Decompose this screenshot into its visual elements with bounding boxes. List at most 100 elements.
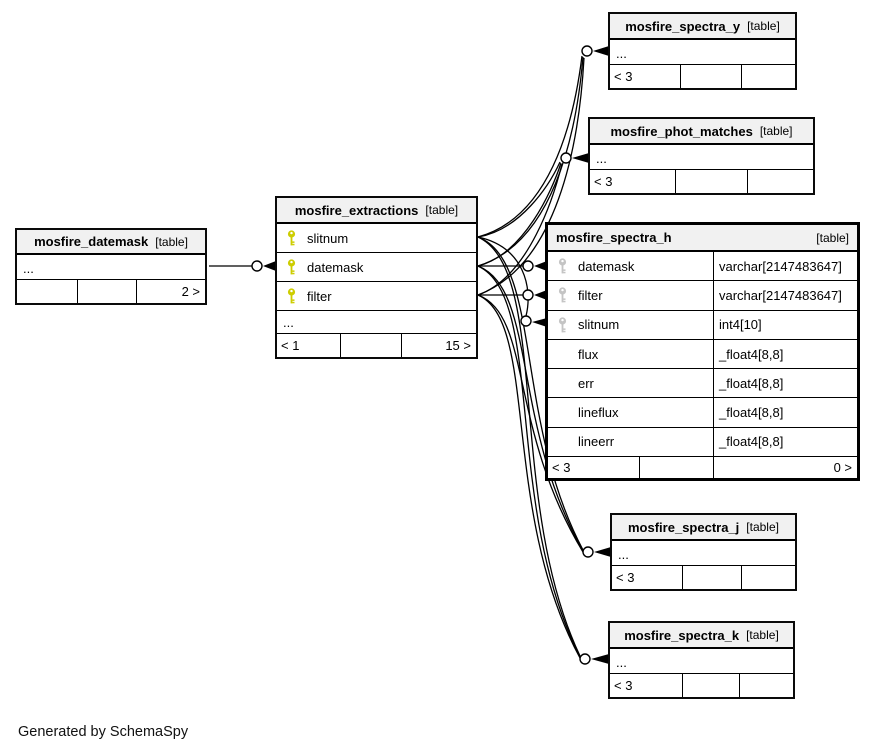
- connector-circle: [582, 546, 594, 558]
- table-name[interactable]: mosfire_spectra_k: [624, 627, 740, 643]
- footer-children: [742, 566, 795, 589]
- footer-children: [748, 170, 813, 193]
- column-row: datemask: [277, 253, 476, 282]
- footer-parents: < 1: [277, 334, 341, 357]
- column-row: err _float4[8,8]: [548, 369, 857, 399]
- connector-circle: [251, 260, 263, 272]
- footer-mid: [681, 65, 742, 88]
- table-name[interactable]: mosfire_spectra_j: [628, 519, 740, 535]
- table-mosfire-spectra-h: mosfire_spectra_h [table] datemask varch…: [545, 222, 860, 482]
- table-footer: < 3 0 >: [548, 457, 857, 479]
- connector-circle: [560, 152, 572, 164]
- column-type: _float4[8,8]: [719, 375, 784, 391]
- table-footer: < 3: [590, 170, 813, 193]
- column-name: slitnum: [307, 230, 349, 246]
- arrowhead-icon: [593, 46, 609, 56]
- footer-parents: < 3: [610, 65, 681, 88]
- foreign-key-icon: [558, 287, 567, 303]
- table-mosfire-spectra-k: mosfire_spectra_k [table] ... < 3: [608, 621, 795, 699]
- column-row: slitnum int4[10]: [548, 310, 857, 340]
- table-footer: < 3: [610, 674, 793, 697]
- ellipsis-row: ...: [610, 40, 795, 65]
- table-footer: 2 >: [17, 280, 205, 303]
- table-header: mosfire_phot_matches [table]: [590, 119, 813, 145]
- connector-circle: [581, 45, 593, 57]
- connector-circle: [579, 653, 591, 665]
- column-name: lineerr: [578, 434, 615, 450]
- table-footer: < 3: [612, 566, 795, 589]
- foreign-key-icon: [558, 317, 567, 333]
- table-mosfire-extractions: mosfire_extractions [table] slitnum date…: [275, 196, 478, 359]
- column-type: varchar[2147483647]: [719, 287, 842, 303]
- table-name[interactable]: mosfire_datemask: [34, 234, 149, 249]
- footer-parents: < 3: [610, 674, 683, 697]
- ellipsis-row: ...: [590, 145, 813, 170]
- generated-by-note: Generated by SchemaSpy: [18, 724, 189, 740]
- connector-circle: [520, 315, 532, 327]
- table-header: mosfire_spectra_j [table]: [612, 515, 795, 541]
- column-name: filter: [307, 288, 332, 304]
- table-tag: [table]: [155, 234, 188, 249]
- arrowhead-icon: [591, 654, 609, 664]
- primary-key-icon: [287, 230, 296, 246]
- arrowhead-icon: [572, 153, 589, 163]
- column-name: filter: [578, 287, 603, 303]
- primary-key-icon: [287, 259, 296, 275]
- table-name[interactable]: mosfire_spectra_y: [625, 18, 741, 34]
- column-row: filter varchar[2147483647]: [548, 281, 857, 311]
- table-header: mosfire_spectra_h [table]: [548, 225, 857, 252]
- relationship-curve: [477, 236, 529, 317]
- column-row: lineflux _float4[8,8]: [548, 398, 857, 428]
- footer-mid: [683, 674, 740, 697]
- table-name[interactable]: mosfire_spectra_h: [556, 230, 672, 245]
- column-type: _float4[8,8]: [719, 405, 784, 421]
- table-name[interactable]: mosfire_extractions: [294, 202, 419, 218]
- column-name: slitnum: [578, 317, 620, 333]
- table-header: mosfire_extractions [table]: [277, 198, 476, 224]
- column-type: varchar[2147483647]: [719, 258, 842, 274]
- table-tag: [table]: [816, 230, 849, 245]
- footer-children: 0 >: [833, 460, 852, 476]
- table-mosfire-spectra-y: mosfire_spectra_y [table] ... < 3: [608, 12, 797, 90]
- footer-mid: [676, 170, 748, 193]
- footer-parents: [17, 280, 78, 303]
- connector-circle: [522, 289, 534, 301]
- table-tag: [table]: [746, 520, 779, 534]
- footer-parents: < 3: [590, 170, 676, 193]
- connector-circle: [522, 260, 534, 272]
- footer-parents: < 3: [612, 566, 683, 589]
- column-name: datemask: [307, 259, 364, 275]
- table-mosfire-datemask: mosfire_datemask [table] ... 2 >: [15, 228, 207, 305]
- column-type: int4[10]: [719, 317, 762, 333]
- table-footer: < 1 15 >: [277, 334, 476, 357]
- column-type: _float4[8,8]: [719, 434, 784, 450]
- table-tag: [table]: [425, 203, 459, 217]
- table-footer: < 3: [610, 65, 795, 88]
- table-tag: [table]: [746, 628, 779, 642]
- arrowhead-icon: [594, 547, 611, 557]
- foreign-key-icon: [558, 258, 567, 274]
- primary-key-icon: [287, 288, 296, 304]
- column-name: flux: [578, 346, 599, 362]
- table-header: mosfire_spectra_k [table]: [610, 623, 793, 649]
- column-row: lineerr _float4[8,8]: [548, 427, 857, 458]
- ellipsis-row: ...: [610, 649, 793, 674]
- footer-children: [742, 65, 795, 88]
- ellipsis-row: ...: [612, 541, 795, 566]
- footer-children: 2 >: [181, 284, 200, 299]
- footer-parents: < 3: [548, 457, 640, 479]
- column-name: lineflux: [578, 405, 619, 421]
- footer-mid: [640, 457, 714, 479]
- table-header: mosfire_datemask [table]: [17, 230, 205, 255]
- table-tag: [table]: [759, 124, 793, 138]
- column-name: datemask: [578, 258, 635, 274]
- table-header: mosfire_spectra_y [table]: [610, 14, 795, 40]
- table-name[interactable]: mosfire_phot_matches: [610, 123, 753, 139]
- table-mosfire-phot-matches: mosfire_phot_matches [table] ... < 3: [588, 117, 815, 195]
- column-name: err: [578, 375, 594, 391]
- table-mosfire-spectra-j: mosfire_spectra_j [table] ... < 3: [610, 513, 797, 591]
- footer-mid: [78, 280, 137, 303]
- column-row: slitnum: [277, 224, 476, 253]
- ellipsis-row: ...: [277, 311, 476, 334]
